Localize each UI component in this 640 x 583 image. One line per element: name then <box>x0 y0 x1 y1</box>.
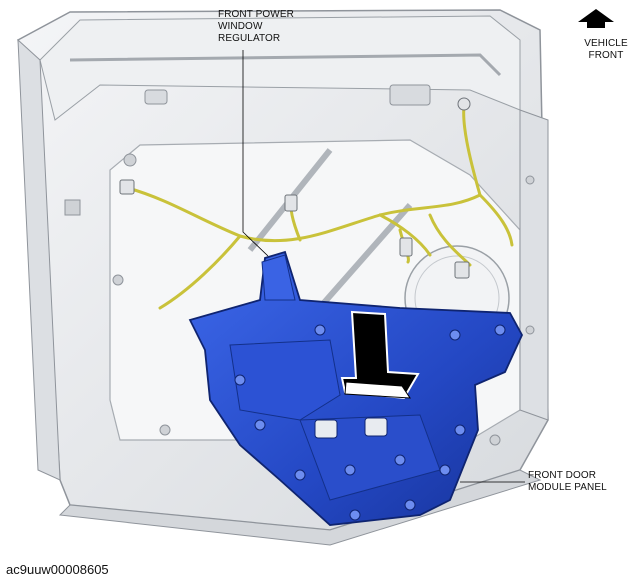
regulator-label-line-3: REGULATOR <box>218 33 281 44</box>
module-panel-label-line-1: FRONT DOOR <box>528 470 597 481</box>
regulator-label-line-2: WINDOW <box>218 21 263 32</box>
removal-direction-arrow-icon <box>340 310 420 400</box>
harness-connectors <box>119 97 471 279</box>
module-panel-label: FRONT DOOR MODULE PANEL <box>528 470 607 494</box>
vehicle-front-label-line-2: FRONT <box>588 50 624 61</box>
image-code: ac9uuw00008605 <box>6 562 109 577</box>
regulator-label: FRONT POWER WINDOW REGULATOR <box>218 9 294 45</box>
leader-lines <box>242 50 525 483</box>
vehicle-front-label: VEHICLE FRONT <box>580 38 632 62</box>
vehicle-front-arrow-icon <box>578 9 614 28</box>
vehicle-front-label-line-1: VEHICLE <box>584 38 628 49</box>
module-panel-label-line-2: MODULE PANEL <box>528 482 607 493</box>
regulator-label-line-1: FRONT POWER <box>218 9 294 20</box>
